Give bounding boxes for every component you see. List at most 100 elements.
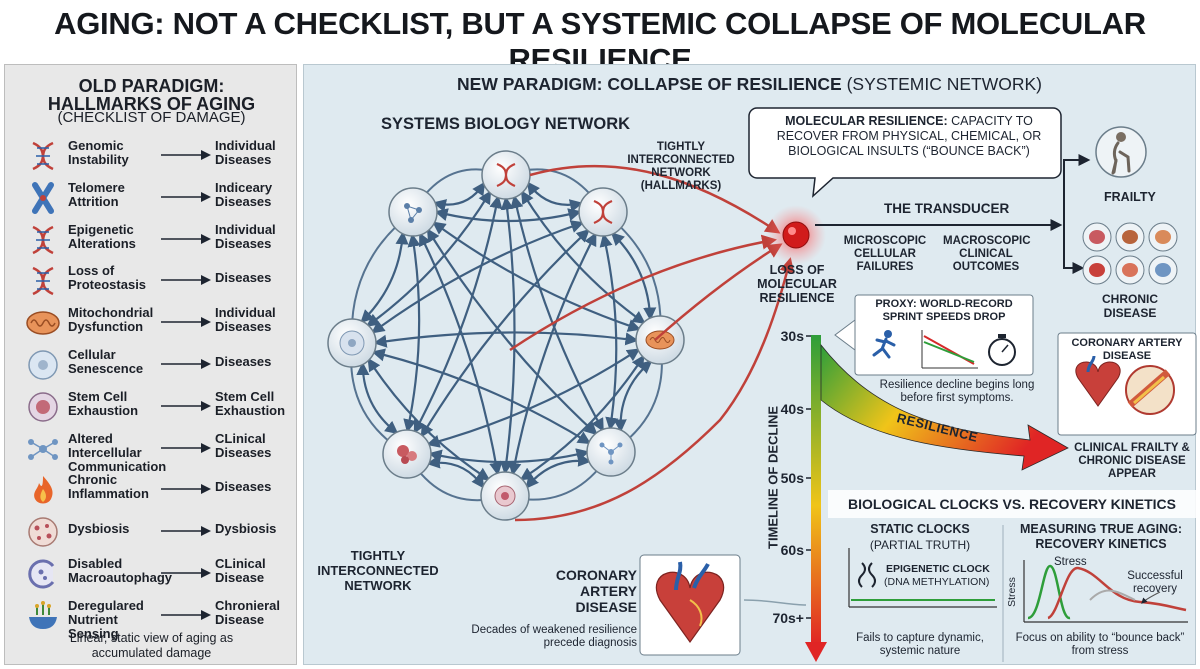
hallmark-result: Diseases <box>215 270 272 286</box>
microscopic-label: MICROSCOPIC CELLULAR FAILURES <box>843 235 927 273</box>
sprint-runner-icon <box>872 330 896 359</box>
dna-icon <box>32 141 54 171</box>
old-paradigm-footer: Linear, static view of aging as accumula… <box>5 631 298 661</box>
hallmark-result: Dysbiosis <box>215 521 277 537</box>
cad-bottom-label: CORONARY ARTERY DISEASE <box>555 567 637 615</box>
liver-icon <box>1115 222 1145 252</box>
network-edge <box>426 455 485 489</box>
static-clocks-sub: (PARTIAL TRUTH) <box>869 538 971 552</box>
timeline-tick-label: 70s+ <box>772 610 804 626</box>
nutrient-bowl-icon <box>29 600 57 629</box>
resilience-callout-bold: MOLECULAR RESILIENCE: <box>785 114 948 128</box>
network-node <box>327 318 377 368</box>
timeline-tick-label: 40s <box>781 401 805 417</box>
resilience-decline-arrow <box>820 343 1069 471</box>
network-edge <box>499 196 516 475</box>
hallmark-name: Deregulared Nutrient Sensing <box>68 597 144 641</box>
microbiome-icon <box>28 517 58 547</box>
network-node <box>635 315 685 365</box>
resilience-callout-box <box>748 107 1062 198</box>
hallmark-result: Indiceary Diseases <box>215 179 273 209</box>
hallmark-result: Stem Cell Exhaustion <box>215 388 286 418</box>
timeline-ticks: 30s 40s 50s 60s 70s+ <box>772 328 811 626</box>
old-paradigm-heading-line1: OLD PARADIGM: <box>78 76 225 96</box>
network-edge <box>360 231 409 324</box>
old-paradigm-panel: OLD PARADIGM: HALLMARKS OF AGING (CHECKL… <box>4 64 297 665</box>
arrow-right-icon <box>161 233 211 244</box>
hallmark-name: Mitochondrial Dysfunction <box>68 305 154 335</box>
heart-organ-icon <box>1082 255 1112 285</box>
timeline-tick-label: 60s <box>781 542 805 558</box>
network-node <box>388 187 438 237</box>
stress-axis-label: Stress <box>1005 577 1018 607</box>
arrow-right-icon <box>161 317 211 328</box>
heart-icon-top <box>1075 355 1121 407</box>
cell-icon <box>28 350 58 380</box>
brain-icon <box>1148 255 1178 285</box>
timeline-bar <box>811 335 821 645</box>
new-paradigm-heading-bold: NEW PARADIGM: COLLAPSE OF RESILIENCE <box>457 74 842 94</box>
hallmark-name: Chronic Inflammation <box>68 472 149 502</box>
network-node <box>480 471 530 521</box>
timeline-label: TIMELINE OF DECLINE <box>765 406 781 549</box>
loss-resilience-highlight <box>788 227 796 235</box>
network-node <box>382 429 432 479</box>
recovery-kinetics-chart <box>1023 560 1188 623</box>
hallmark-row: Epigenetic Alterations Individual Disease… <box>5 219 298 259</box>
static-clocks-title: STATIC CLOCKS <box>870 522 970 536</box>
resilience-callout-body: CAPACITY TO RECOVER FROM PHYSICAL, CHEMI… <box>776 114 1042 158</box>
network-edge <box>610 232 657 321</box>
hallmark-row: Loss of Proteostasis Diseases <box>5 260 298 300</box>
stem-cell-icon <box>28 392 58 422</box>
network-edge <box>525 453 592 489</box>
resilience-callout-text: MOLECULAR RESILIENCE: CAPACITY TO RECOVE… <box>762 114 1056 159</box>
arrow-right-icon <box>161 526 211 537</box>
cad-connector <box>743 599 807 606</box>
old-paradigm-heading-line2: HALLMARKS OF AGING <box>47 94 256 114</box>
chronic-disease-organs <box>1082 222 1178 285</box>
chromosome-icon <box>32 181 54 214</box>
arrow-right-icon <box>161 150 211 160</box>
hallmark-name: Loss of Proteostasis <box>68 263 147 293</box>
branch-chronic <box>1063 225 1085 274</box>
hallmark-result: CLinical Disease <box>215 556 266 585</box>
arrow-right-icon <box>161 191 211 202</box>
flame-icon <box>34 476 53 504</box>
static-clocks-note: Fails to capture dynamic, systemic natur… <box>856 632 984 657</box>
transducer-label: THE TRANSDUCER <box>884 201 1010 216</box>
loss-resilience-node <box>782 221 810 249</box>
hallmark-name: Epigenetic Alterations <box>68 221 136 251</box>
network-node <box>481 150 531 200</box>
timeline-tick-label: 50s <box>781 470 805 486</box>
new-paradigm-heading-normal: (SYSTEMIC NETWORK) <box>841 74 1042 94</box>
intestine-icon <box>1115 255 1145 285</box>
timeline-tick-label: 30s <box>781 328 805 344</box>
old-paradigm-subheading: (CHECKLIST OF DAMAGE) <box>57 109 246 126</box>
arrow-right-icon <box>161 484 211 495</box>
arrow-right-icon <box>161 400 211 411</box>
hallmark-result: Individual Diseases <box>215 305 276 335</box>
hallmark-name: Stem Cell Exhaustion <box>68 388 139 418</box>
stomach-icon <box>1148 222 1178 252</box>
static-clock-chart <box>848 548 997 608</box>
recovery-note: Focus on ability to “bounce back” from s… <box>1015 632 1185 657</box>
hallmark-result: Diseases <box>215 354 272 369</box>
hallmark-result: Individual Diseases <box>215 138 276 167</box>
hallmark-result: Individual Diseases <box>215 221 276 251</box>
proxy-pointer <box>834 319 856 351</box>
arrow-right-icon <box>161 568 211 578</box>
hallmark-row: Mitochondrial Dysfunction Individual Dise… <box>5 302 298 342</box>
epigenetic-clock-sub: (DNA METHYLATION) <box>884 576 990 588</box>
hallmark-result: Diseases <box>215 479 272 495</box>
network-node <box>586 427 636 477</box>
network-edge <box>526 181 584 213</box>
old-paradigm-heading: OLD PARADIGM: HALLMARKS OF AGING <box>5 71 298 113</box>
hallmark-name: Genomic Instability <box>68 138 129 167</box>
network-label-bottom: TIGHTLY INTERCONNECTED NETWORK <box>317 548 439 593</box>
